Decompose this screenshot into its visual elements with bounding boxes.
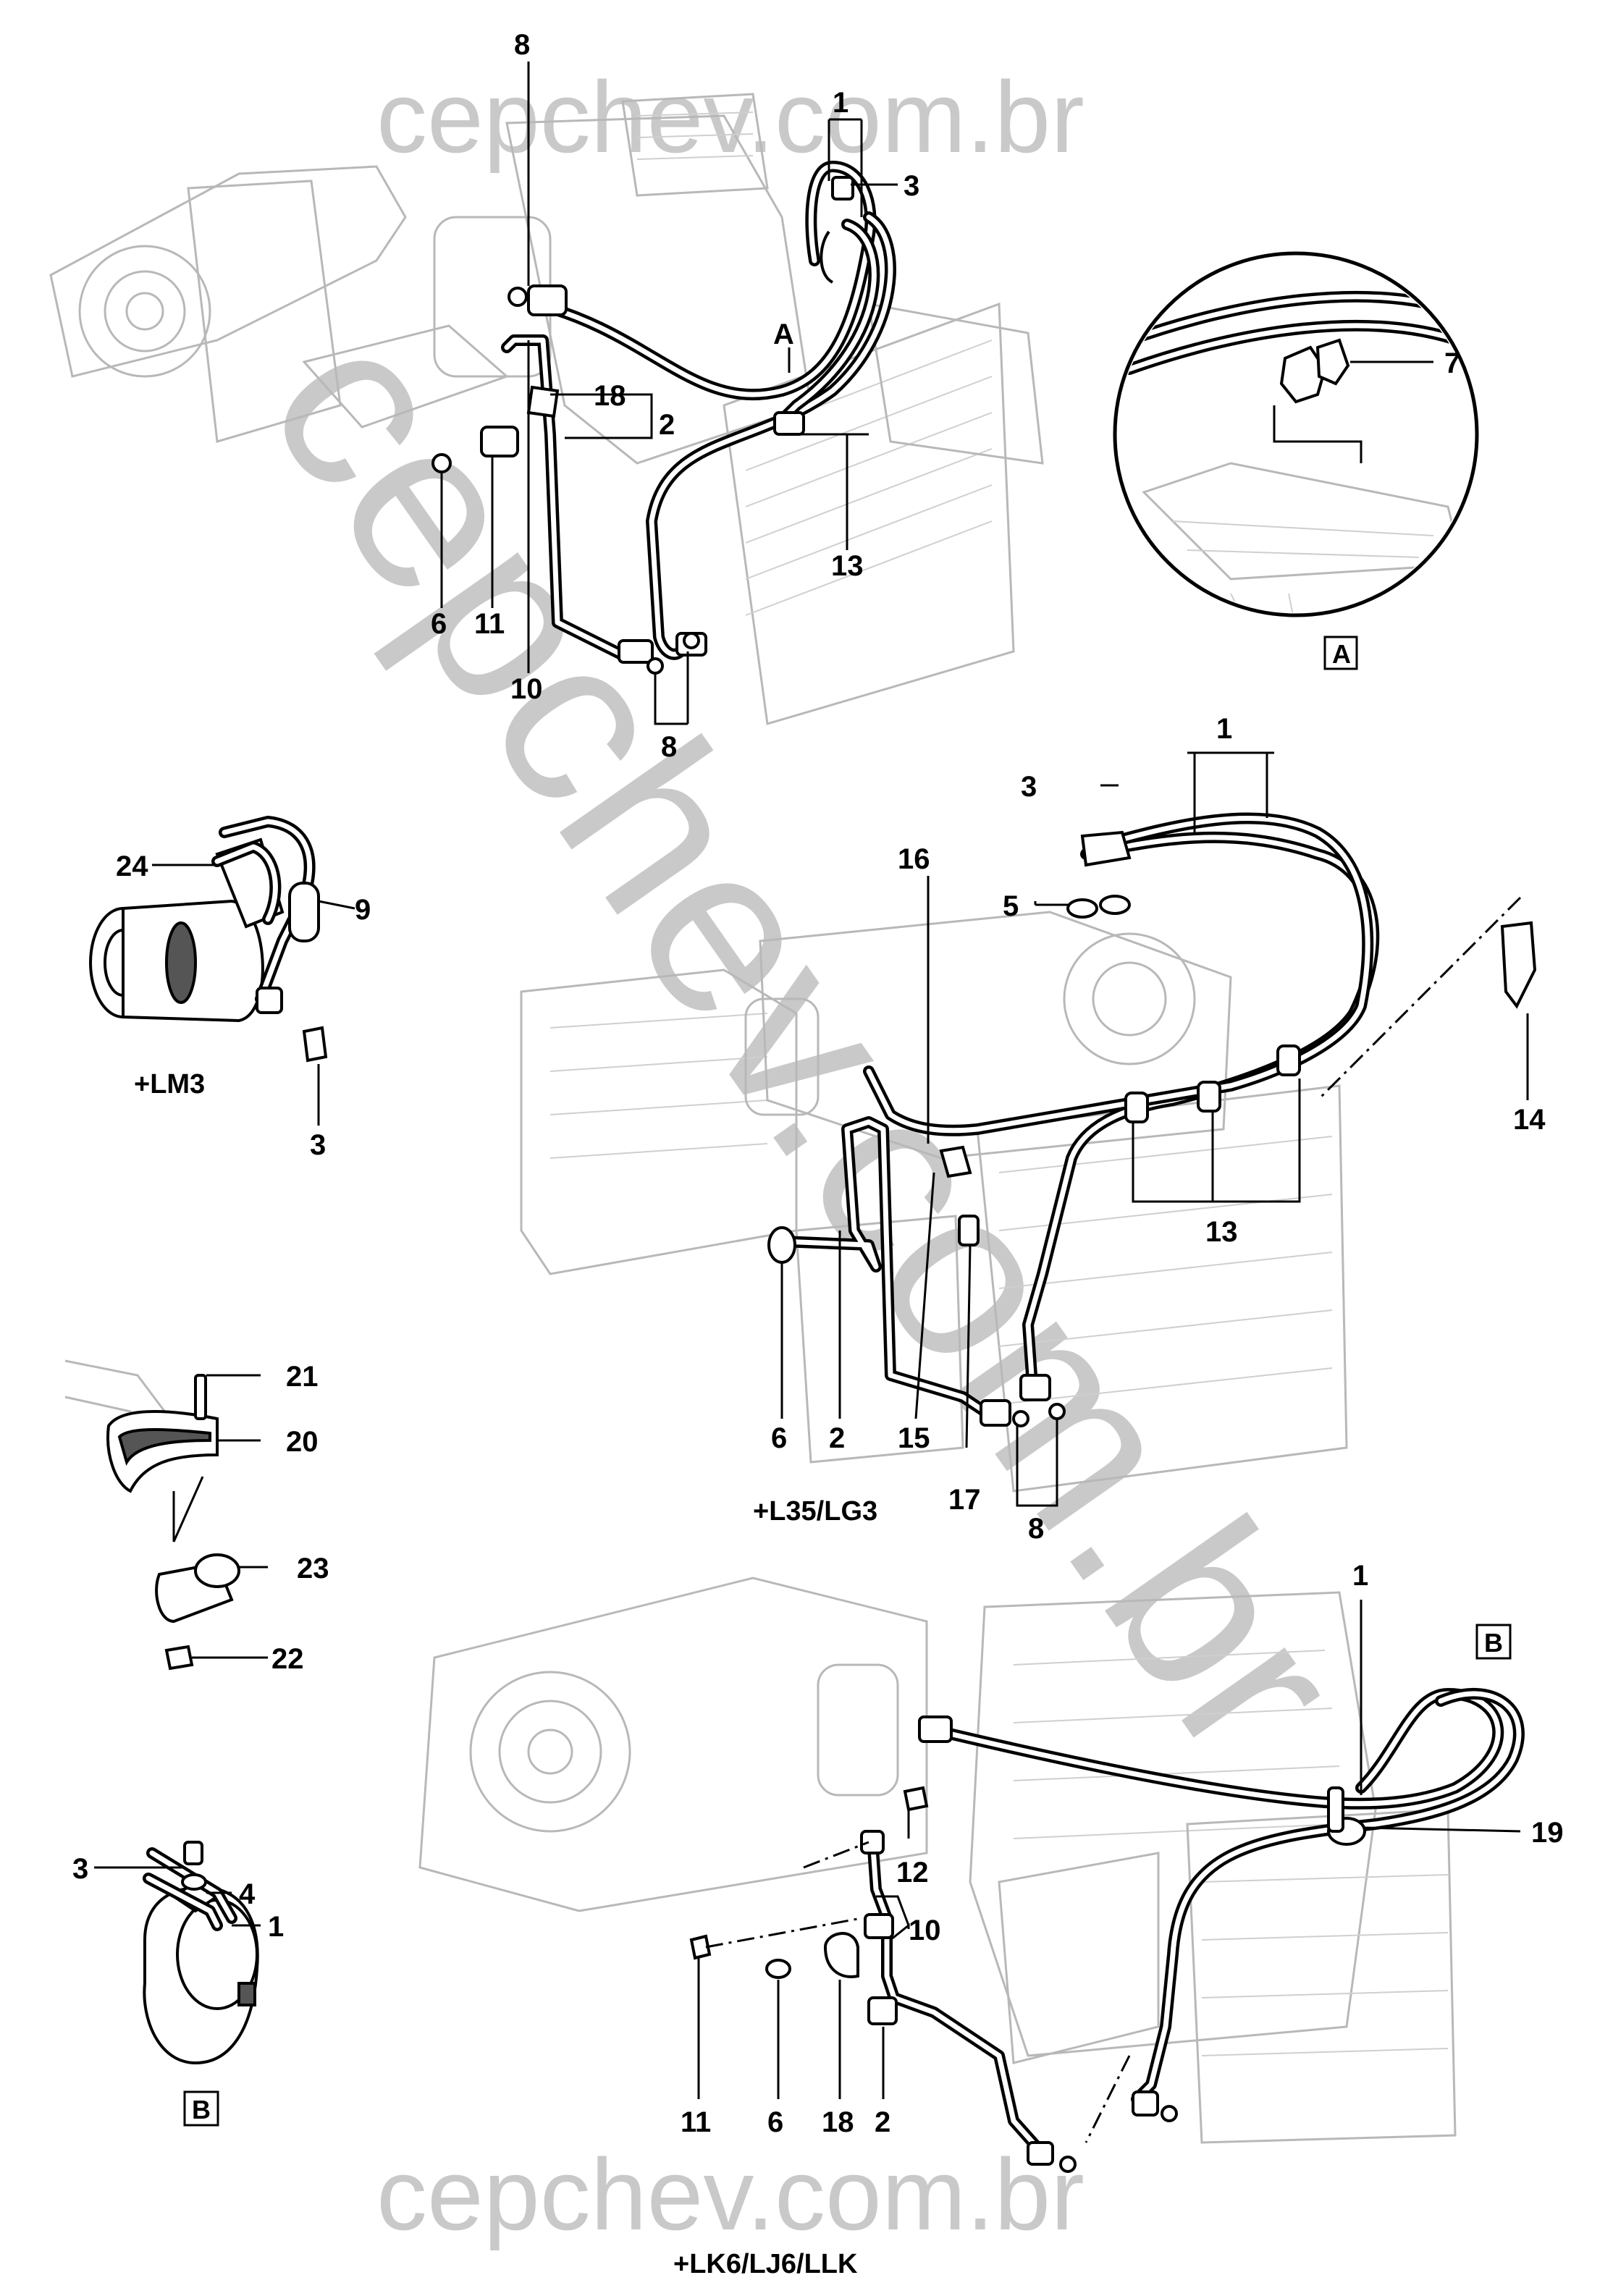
l35-fittings <box>767 830 1537 1427</box>
top-callout-8-lower: 8 <box>661 731 677 763</box>
top-callout-2: 2 <box>659 409 675 441</box>
lk6-engine-ghost <box>418 1577 1457 2144</box>
lk6-callout-6: 6 <box>767 2106 783 2138</box>
detail-b-callout-4: 4 <box>239 1878 256 1910</box>
top-callout-18: 18 <box>594 380 626 412</box>
top-fittings <box>431 176 854 675</box>
clamp-callout-20: 20 <box>286 1426 319 1458</box>
lk6-variant-label: +LK6/LJ6/LLK <box>673 2249 858 2279</box>
l35-variant-label: +L35/LG3 <box>753 1496 877 1527</box>
lk6-callout-10: 10 <box>909 1915 941 1946</box>
watermark-top: cepchev.com.br <box>376 60 1085 174</box>
top-callout-10: 10 <box>510 673 543 705</box>
clamp-view: 21 20 23 22 <box>64 1359 329 1675</box>
lk6-callout-2: 2 <box>875 2106 890 2138</box>
detail-b-callout-3: 3 <box>72 1853 88 1885</box>
clamp-callout-22: 22 <box>271 1643 304 1675</box>
detail-b: 3 4 1 B <box>72 1841 284 2127</box>
top-callout-13: 13 <box>831 550 864 582</box>
l35-callout-3: 3 <box>1021 771 1037 803</box>
detail-b-callout-1: 1 <box>268 1911 284 1943</box>
top-callout-11: 11 <box>474 608 505 640</box>
l35-callout-1: 1 <box>1216 713 1232 745</box>
l35-view: 1 3 16 5 14 13 6 2 15 17 8 +L35/LG3 <box>520 713 1546 1545</box>
l35-callout-13: 13 <box>1205 1216 1238 1248</box>
lm3-view: 24 9 3 +LM3 <box>89 816 371 1161</box>
l35-callout-17: 17 <box>948 1484 981 1516</box>
lk6-callout-19: 19 <box>1531 1817 1564 1849</box>
lk6-callout-12: 12 <box>896 1857 929 1888</box>
l35-callout-2: 2 <box>829 1422 845 1454</box>
l35-callouts: 1 3 16 5 14 13 6 2 15 17 8 <box>771 713 1546 1545</box>
top-callouts: 8 1 3 A 18 2 13 6 11 10 8 <box>431 29 919 763</box>
top-callout-3: 3 <box>904 170 919 202</box>
clamp-callout-21: 21 <box>286 1361 319 1393</box>
detail-b-box-label: B <box>192 2095 211 2124</box>
top-callout-6: 6 <box>431 608 447 640</box>
l35-callout-14: 14 <box>1513 1104 1546 1136</box>
lk6-callout-1: 1 <box>1352 1560 1368 1592</box>
l35-leaders <box>780 751 1529 1507</box>
top-callout-8-upper: 8 <box>514 29 530 61</box>
clamp-callout-23: 23 <box>297 1553 329 1584</box>
top-callout-A: A <box>773 318 794 350</box>
l35-callout-15: 15 <box>898 1422 930 1454</box>
lk6-fittings <box>689 1715 1366 2173</box>
top-callout-1: 1 <box>833 87 848 119</box>
lk6-box-label-b: B <box>1484 1628 1503 1658</box>
lk6-view: 1 19 12 10 11 6 18 2 +LK6/LJ6/LLK B <box>418 1560 1564 2279</box>
lm3-variant-label: +LM3 <box>134 1069 205 1100</box>
l35-callout-5: 5 <box>1003 890 1019 922</box>
engine-bay-ghost <box>49 93 1044 725</box>
lk6-callouts: 1 19 12 10 11 6 18 2 <box>681 1560 1564 2138</box>
lm3-callout-3: 3 <box>310 1129 326 1161</box>
lm3-callout-24: 24 <box>116 851 148 882</box>
l35-callout-16: 16 <box>898 843 930 875</box>
l35-callout-6: 6 <box>771 1422 787 1454</box>
watermark-bottom: cepchev.com.br <box>376 2137 1085 2251</box>
lk6-leaders <box>697 1600 1521 2143</box>
top-leaders <box>440 62 898 725</box>
l35-callout-8: 8 <box>1028 1513 1044 1545</box>
top-view: 8 1 3 A 18 2 13 6 11 10 8 <box>49 29 1044 763</box>
detail-a: 7 A <box>1113 251 1479 670</box>
detail-a-box-label: A <box>1332 639 1351 669</box>
detail-a-callout-7: 7 <box>1444 347 1460 379</box>
lk6-callout-18: 18 <box>822 2106 854 2138</box>
lk6-callout-11: 11 <box>681 2106 711 2138</box>
lm3-callout-9: 9 <box>355 894 371 926</box>
top-pipes <box>501 161 896 661</box>
